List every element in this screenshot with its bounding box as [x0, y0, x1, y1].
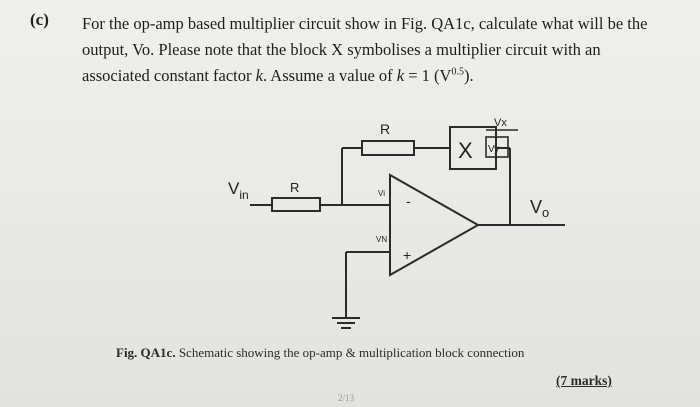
figure-caption: Fig. QA1c. Schematic showing the op-amp … — [116, 345, 525, 360]
vx-label: Vx — [494, 117, 507, 129]
vin-label: Vin — [228, 179, 249, 202]
question-text: For the op-amp based multiplier circuit … — [82, 11, 682, 89]
marks-label: (7 marks) — [556, 373, 612, 388]
feedback-resistor-label: R — [380, 121, 390, 137]
opamp-triangle — [389, 173, 481, 277]
page-number: 2/13 — [338, 393, 355, 403]
input-resistor-label: R — [290, 180, 299, 195]
question-line-3: associated constant factor k. Assume a v… — [82, 66, 474, 85]
inverting-sign: - — [406, 193, 411, 209]
question-line-2: output, Vo. Please note that the block X… — [82, 40, 601, 59]
input-resistor — [271, 197, 321, 212]
multiplier-block-label: X — [458, 138, 473, 163]
vi-label: Vi — [378, 189, 385, 198]
noninverting-sign: + — [403, 247, 411, 263]
vo-label: Vo — [530, 197, 549, 220]
vy-label: Vy — [488, 144, 499, 155]
vn-label: VN — [376, 235, 387, 244]
question-line-1: For the op-amp based multiplier circuit … — [82, 14, 648, 33]
vy-port-box — [485, 136, 509, 158]
multiplier-block — [449, 126, 497, 170]
feedback-resistor — [361, 140, 415, 156]
question-label: (c) — [30, 10, 49, 29]
